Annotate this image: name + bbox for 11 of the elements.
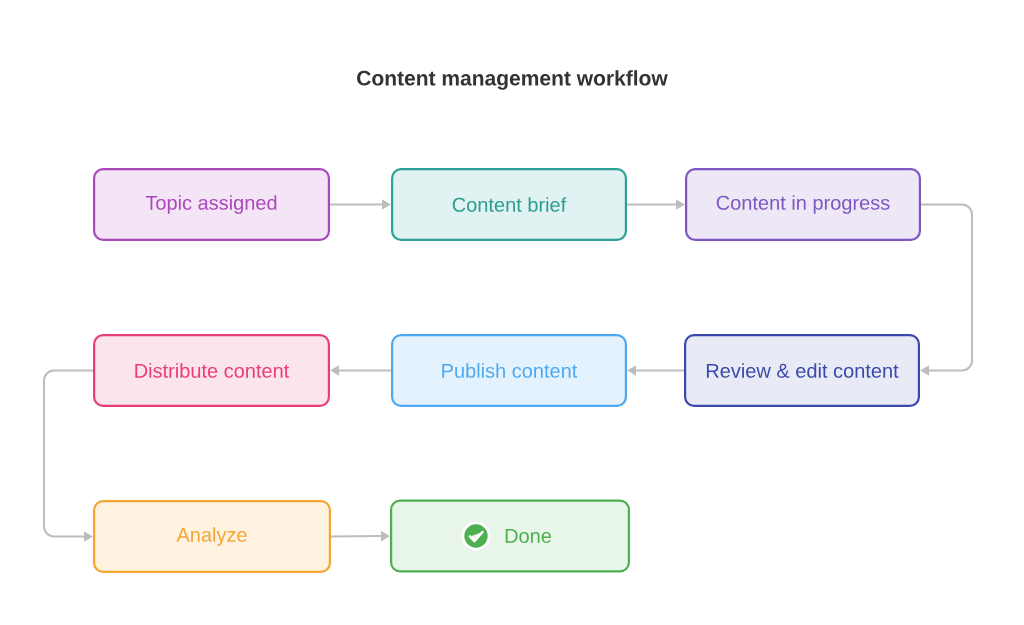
process-box: Content in progress — [685, 168, 921, 241]
process-box: Review & edit content — [684, 334, 920, 407]
process-box: Topic assigned — [93, 168, 330, 241]
process-box: Analyze — [93, 500, 331, 573]
process-box: Content brief — [391, 168, 627, 241]
process-box: Done — [390, 499, 630, 573]
arrow — [920, 203, 973, 376]
title: Content management workflow — [357, 70, 668, 90]
process-box: Distribute content — [93, 334, 330, 407]
process-box: Publish content — [391, 334, 627, 407]
arrow — [43, 369, 94, 542]
